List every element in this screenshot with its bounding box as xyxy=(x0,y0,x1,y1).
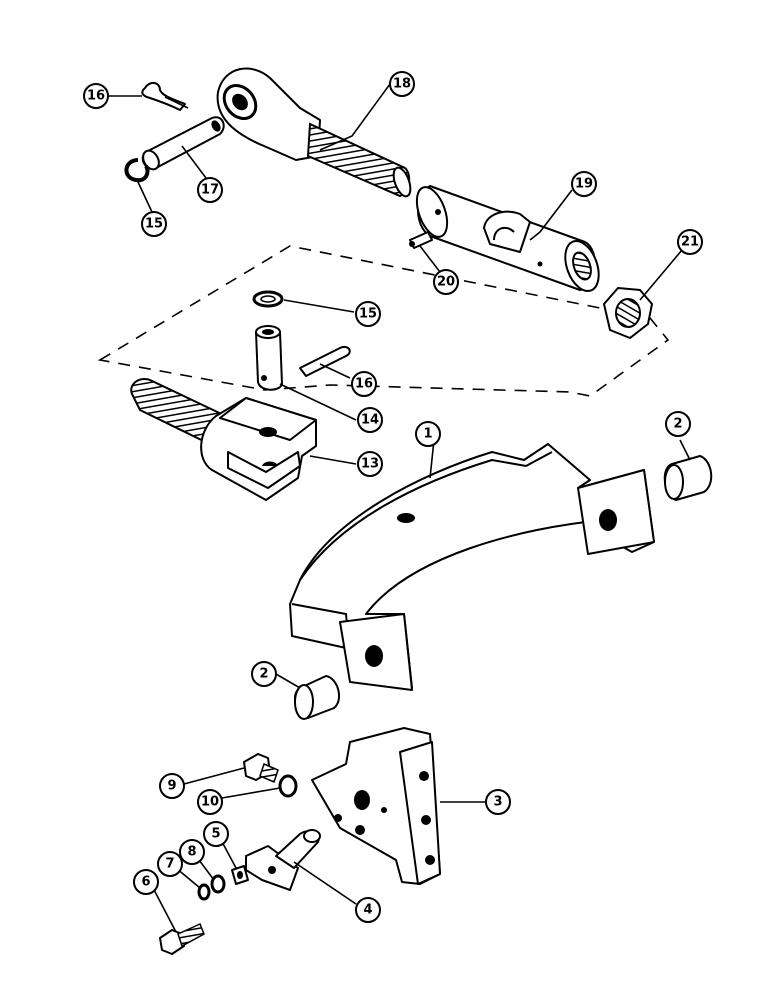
callout-15-top: 15 xyxy=(141,211,167,237)
callout-label: 16 xyxy=(87,89,105,104)
callout-label: 17 xyxy=(201,183,219,198)
lock-washer-10 xyxy=(278,774,298,798)
washer-8 xyxy=(210,874,226,894)
callout-label: 5 xyxy=(211,827,220,842)
washer-15-mid xyxy=(252,290,284,308)
arc-bracket-1 xyxy=(289,443,655,691)
clevis-13 xyxy=(130,378,317,501)
callout-label: 20 xyxy=(437,275,455,290)
mounting-bracket-3 xyxy=(311,727,441,885)
grease-fitting-20 xyxy=(409,231,433,249)
callout-label: 3 xyxy=(493,795,502,810)
callout-label: 15 xyxy=(145,217,163,232)
nut-5 xyxy=(231,865,249,885)
callout-label: 18 xyxy=(393,77,411,92)
callout-18: 18 xyxy=(389,71,415,97)
cotter-pin-16-top xyxy=(141,82,189,111)
callout-19: 19 xyxy=(571,171,597,197)
callout-13: 13 xyxy=(357,451,383,477)
callout-16-top: 16 xyxy=(83,83,109,109)
cap-screw-6 xyxy=(159,922,205,955)
assembly-boundary xyxy=(97,245,670,397)
callout-2-left: 2 xyxy=(251,661,277,687)
callout-14: 14 xyxy=(357,407,383,433)
callout-label: 13 xyxy=(361,457,379,472)
callout-8: 8 xyxy=(179,839,205,865)
callout-label: 10 xyxy=(201,795,219,810)
callout-label: 14 xyxy=(361,413,379,428)
callout-label: 2 xyxy=(259,667,268,682)
callout-6: 6 xyxy=(133,869,159,895)
bushing-2-right xyxy=(663,455,713,501)
callout-label: 4 xyxy=(363,903,372,918)
pin-17 xyxy=(141,116,225,171)
callout-1: 1 xyxy=(415,421,441,447)
callout-label: 8 xyxy=(187,845,196,860)
callout-4: 4 xyxy=(355,897,381,923)
callout-label: 15 xyxy=(359,307,377,322)
pin-14 xyxy=(255,325,283,391)
bushing-2-left xyxy=(293,675,341,720)
callout-10: 10 xyxy=(197,789,223,815)
snap-ring-15-top xyxy=(124,158,150,183)
callout-7: 7 xyxy=(157,851,183,877)
callout-3: 3 xyxy=(485,789,511,815)
callout-15-mid: 15 xyxy=(355,301,381,327)
callout-20: 20 xyxy=(433,269,459,295)
bolt-9 xyxy=(243,753,279,784)
callout-label: 1 xyxy=(423,427,432,442)
callout-label: 21 xyxy=(681,235,699,250)
rod-end-18 xyxy=(216,67,412,198)
cotter-pin-16-mid xyxy=(299,346,351,377)
callout-16-mid: 16 xyxy=(351,371,377,397)
callout-label: 16 xyxy=(355,377,373,392)
callout-label: 19 xyxy=(575,177,593,192)
callout-2-right: 2 xyxy=(665,411,691,437)
callout-label: 2 xyxy=(673,417,682,432)
turnbuckle-19 xyxy=(415,185,600,292)
callout-21: 21 xyxy=(677,229,703,255)
pin-plate-4 xyxy=(245,829,321,891)
callout-label: 7 xyxy=(165,857,174,872)
callout-17: 17 xyxy=(197,177,223,203)
callout-9: 9 xyxy=(159,773,185,799)
callout-label: 6 xyxy=(141,875,150,890)
callout-label: 9 xyxy=(167,779,176,794)
callout-5: 5 xyxy=(203,821,229,847)
lock-washer-7 xyxy=(197,883,211,901)
nut-21 xyxy=(603,287,653,339)
